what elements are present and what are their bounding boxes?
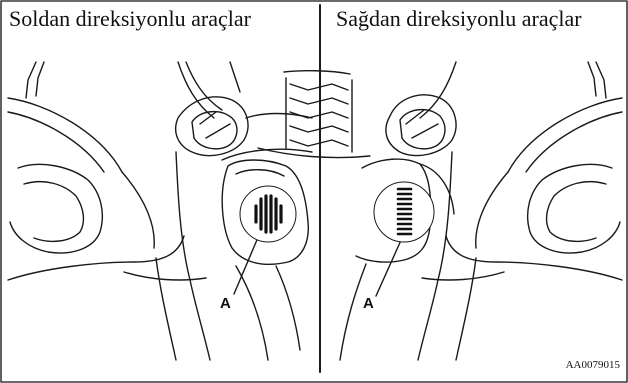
left-panel-title: Soldan direksiyonlu araçlar [9,6,251,32]
figure-id: AA0079015 [566,359,620,371]
right-panel-drawing [258,62,622,360]
left-callout-label: A [220,295,231,312]
left-highlight-circle [240,186,296,242]
right-panel-title: Sağdan direksiyonlu araçlar [336,6,582,32]
right-callout-label: A [363,295,374,312]
